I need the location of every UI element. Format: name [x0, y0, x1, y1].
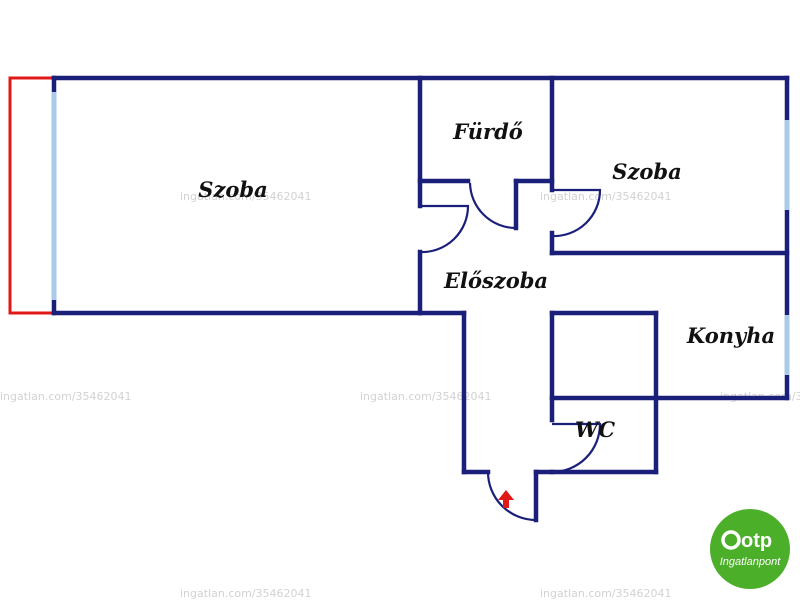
watermark-layer: ingatlan.com/35462041 ingatlan.com/35462…: [0, 190, 800, 600]
watermark: ingatlan.com/35462041: [180, 587, 312, 600]
entrance-arrow-icon: [498, 490, 514, 508]
logo-circle: [710, 509, 790, 589]
logo-name: otp: [741, 530, 772, 552]
door-furdo: [468, 182, 517, 230]
room-label-eloszoba: Előszoba: [443, 268, 548, 293]
otp-logo-icon: otp Ingatlanpont: [710, 509, 790, 589]
door-wc: [551, 422, 602, 474]
door-entrance: [486, 471, 537, 522]
doors: [419, 182, 602, 522]
balcony-outline: [8, 76, 54, 315]
room-label-konyha: Konyha: [686, 323, 775, 348]
watermark: ingatlan.com/35462041: [540, 587, 672, 600]
door-szoba-small: [551, 188, 602, 238]
logo-subtitle: Ingatlanpont: [720, 556, 781, 568]
walls: [51, 75, 790, 523]
watermark: ingatlan.com/35462041: [180, 190, 312, 203]
room-label-furdo: Fürdő: [452, 119, 523, 144]
room-label-wc: WC: [575, 417, 616, 442]
windows: [51, 92, 790, 375]
watermark: ingatlan.com/35462041: [540, 190, 672, 203]
watermark: ingatlan.com/35462041: [0, 390, 132, 403]
watermark: ingatlan.com/35462041: [360, 390, 492, 403]
logo-mark: [721, 530, 741, 550]
door-szoba-large: [419, 204, 470, 254]
room-labels: Szoba Fürdő Szoba Előszoba Konyha WC: [198, 119, 775, 442]
room-label-szoba-small: Szoba: [612, 159, 681, 184]
room-label-szoba-large: Szoba: [198, 177, 267, 202]
